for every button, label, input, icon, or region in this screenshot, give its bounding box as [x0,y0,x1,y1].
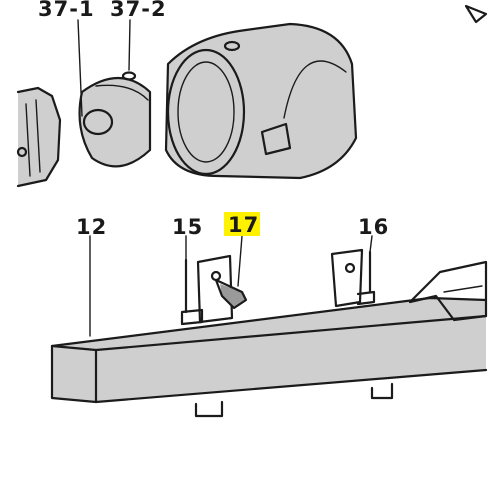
callout-37-2[interactable]: 37-2 [110,0,167,21]
beam-part-12[interactable] [50,260,488,418]
leader-37-1 [77,19,83,117]
bracket-part-16[interactable] [330,248,376,308]
leader-lines [77,19,373,337]
bolt-part-17[interactable] [214,278,248,310]
callout-12[interactable]: 12 [76,215,107,239]
cylinder-housing[interactable] [164,22,358,180]
callout-17[interactable]: 17 [228,213,259,237]
callout-15[interactable]: 15 [172,215,203,239]
leader-17 [237,235,243,287]
left-cut-assembly [16,86,62,188]
pin-part-37-2[interactable] [121,71,137,81]
top-right-fragment [464,4,488,24]
highlight-17 [224,212,260,236]
callout-37-1[interactable]: 37-1 [38,0,95,21]
bracket-part-15[interactable] [180,254,234,326]
leader-37-2 [128,19,131,71]
callout-16[interactable]: 16 [358,215,389,239]
cup-part-37-1[interactable] [78,76,152,168]
leader-16 [369,235,373,253]
